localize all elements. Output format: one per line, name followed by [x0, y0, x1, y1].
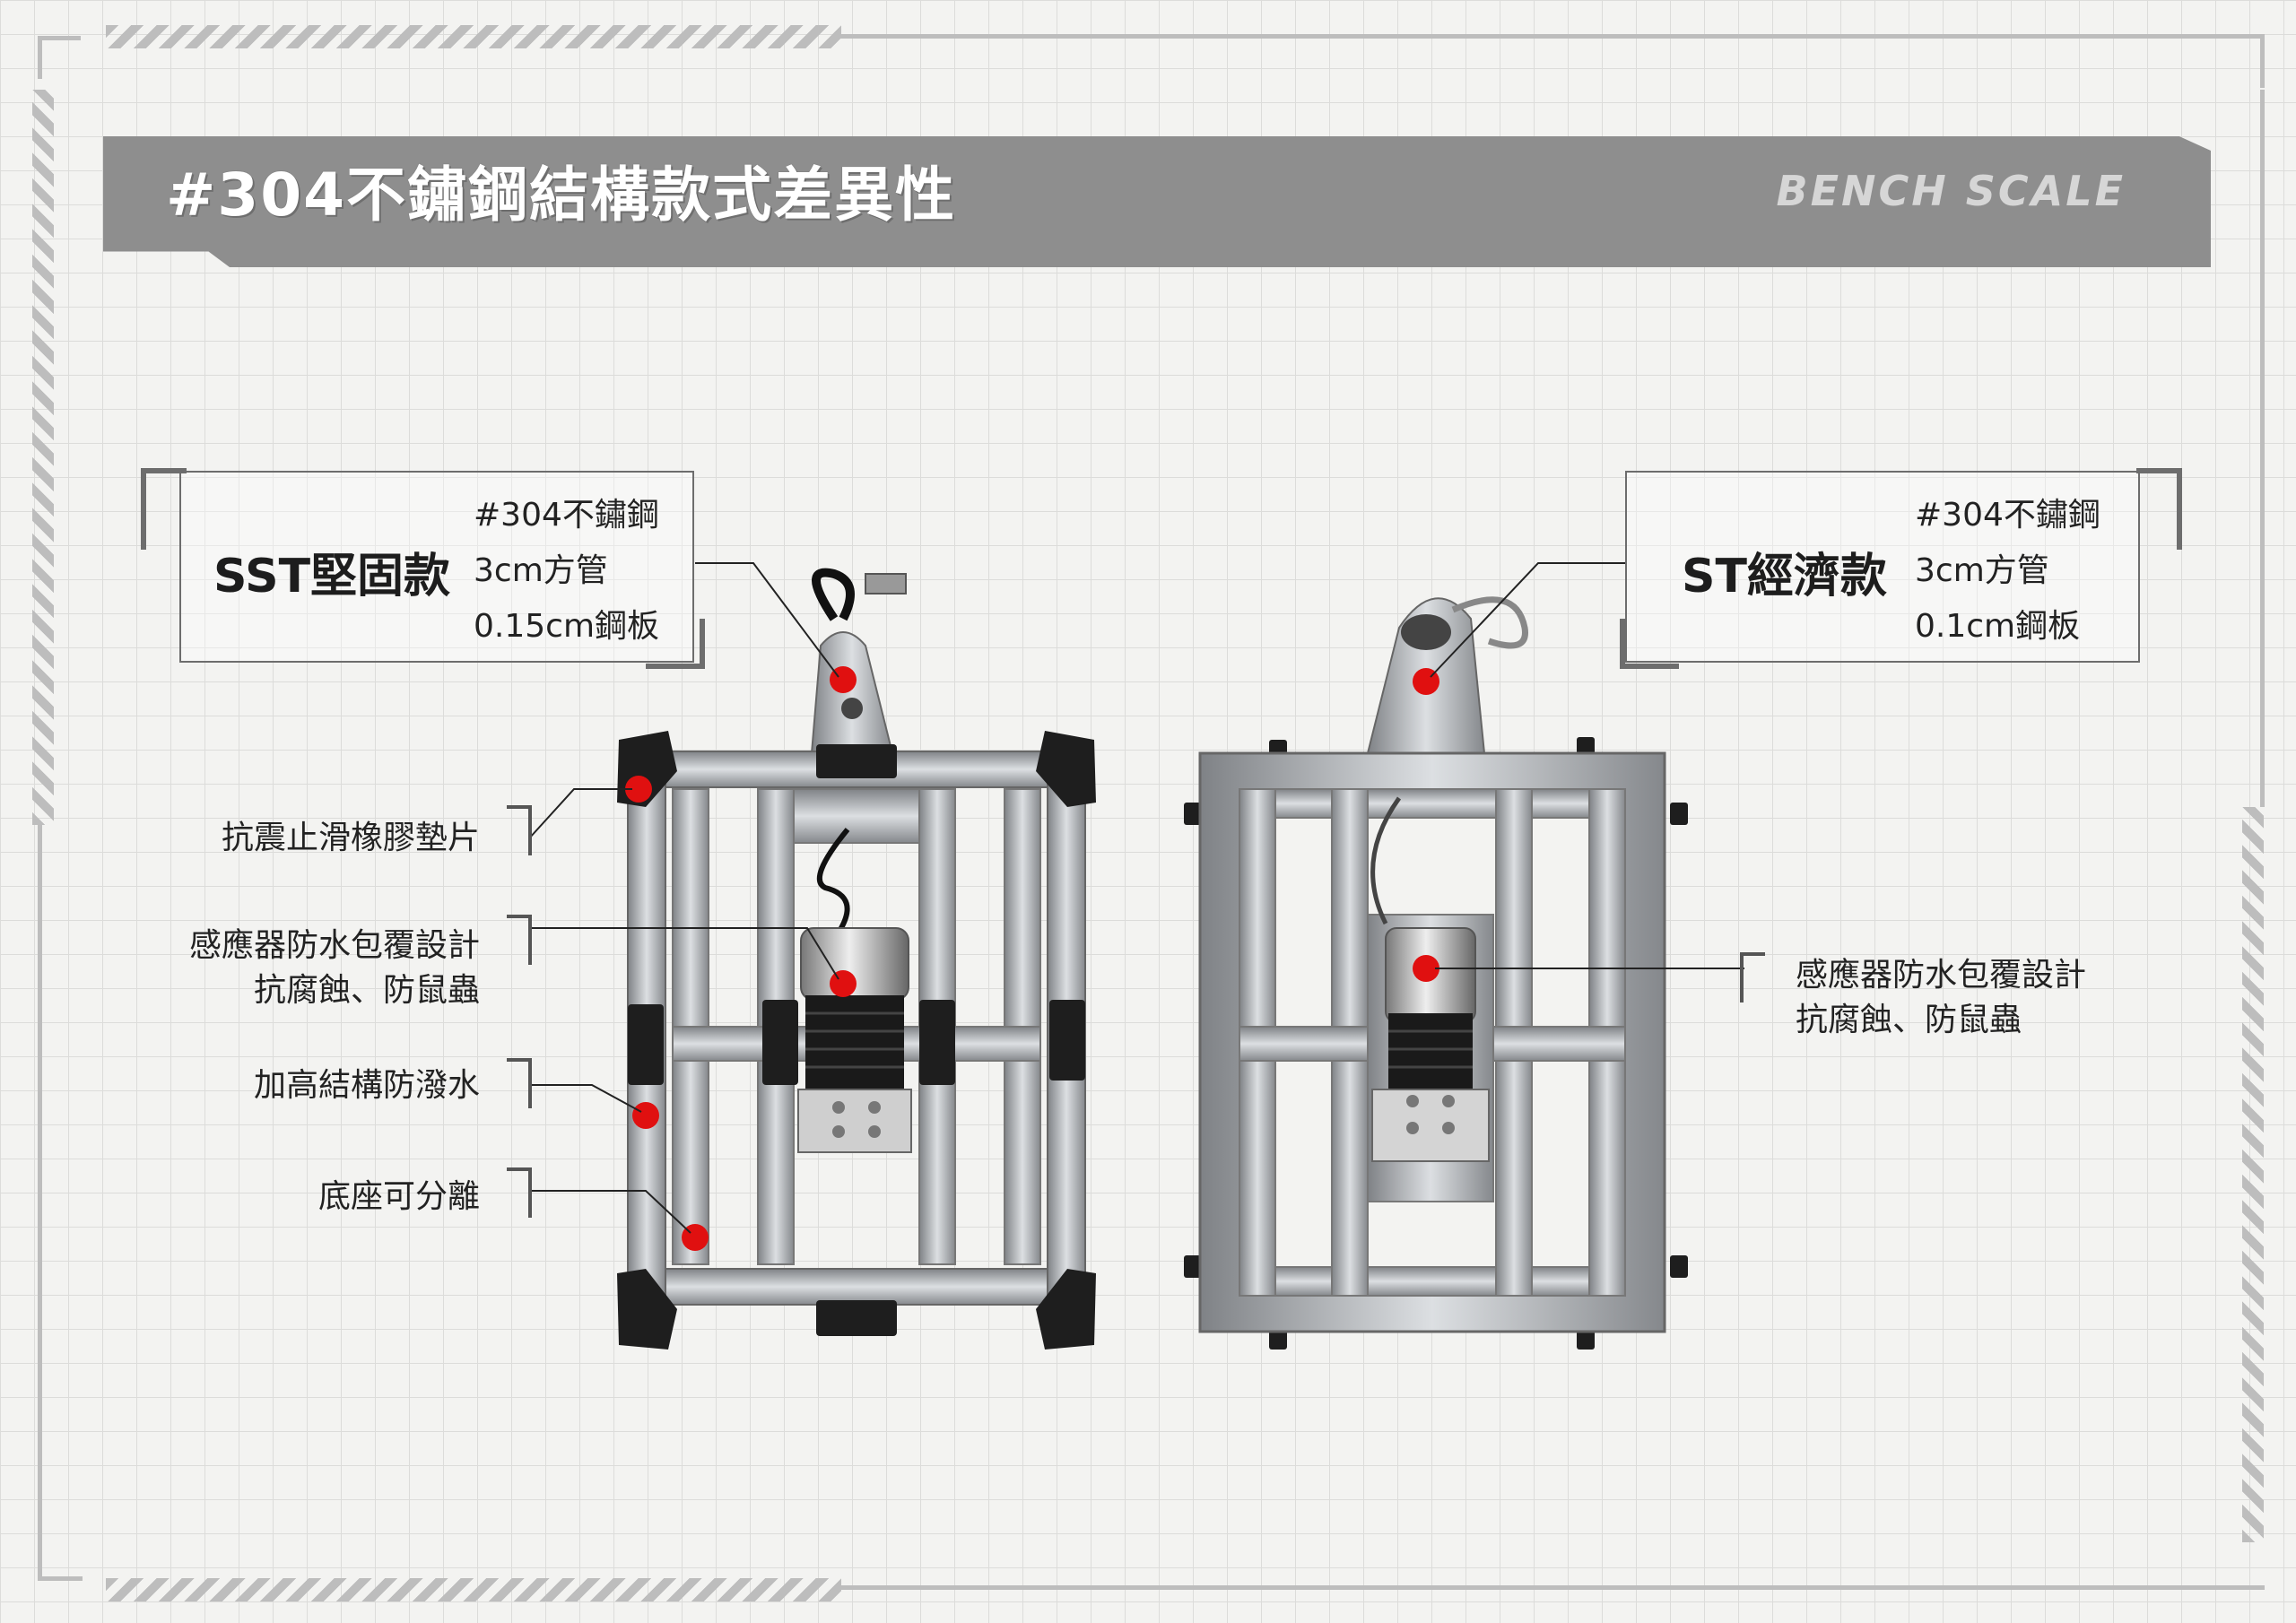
annotation-st-waterproof-sensor: 感應器防水包覆設計 抗腐蝕、防鼠蟲: [1796, 953, 2086, 1043]
st-scale-image: [1184, 562, 1744, 1350]
annotation-antislip-pad-bracket: [507, 805, 532, 855]
st-cable-top: [1451, 596, 1528, 649]
annotation-antislip-pad-line1: 抗震止滑橡膠墊片: [221, 820, 480, 856]
spec-box-st: [1625, 471, 2140, 663]
annotation-detachable-base: 底座可分離: [318, 1175, 480, 1219]
frame-top-right-v: [2260, 34, 2265, 88]
annotation-detachable-base-line1: 底座可分離: [317, 1178, 480, 1215]
frame-bottom-left-h: [38, 1576, 83, 1581]
st-marker-loadcell: [1413, 955, 1439, 982]
annotation-waterproof-sensor-bracket: [507, 915, 532, 965]
spec-sst-tube: 3cm方管: [474, 552, 608, 589]
sst-marker-loadcell: [830, 970, 857, 997]
annotation-st-waterproof-sensor-line1: 感應器防水包覆設計: [1796, 957, 2087, 994]
annotation-antislip-pad: 抗震止滑橡膠墊片: [222, 816, 480, 861]
annotation-st-waterproof-bracket: [1740, 952, 1765, 1002]
frame-right-hatch: [2242, 807, 2264, 1542]
frame-left-hatch: [32, 90, 54, 825]
spec-sst-plate: 0.15cm鋼板: [474, 608, 660, 645]
sst-marker-raised: [632, 1102, 659, 1129]
frame-bottom-right-h: [2215, 1585, 2265, 1590]
frame-top-left-v: [38, 36, 42, 79]
frame-bottom-hatch: [106, 1578, 841, 1601]
spec-st-material: #304不鏽鋼: [1915, 497, 2100, 534]
annotation-st-waterproof-sensor-line2: 抗腐蝕、防鼠蟲: [1796, 1002, 2022, 1038]
header-banner: [103, 136, 2211, 267]
model-name-st: ST經濟款: [1682, 550, 1887, 603]
frame-top-hatch: [106, 25, 841, 48]
annotation-raised-structure: 加高結構防潑水: [254, 1063, 480, 1108]
spec-box-st-bracket-top: [2136, 468, 2182, 550]
annotation-raised-structure-bracket: [507, 1058, 532, 1108]
annotation-waterproof-sensor-line1: 感應器防水包覆設計: [188, 927, 480, 964]
sst-scale-image: [528, 562, 1096, 1350]
sst-marker-pad: [625, 776, 652, 803]
spec-st-tube: 3cm方管: [1915, 552, 2049, 589]
st-cable-inner: [1370, 796, 1402, 925]
frame-top-right-h: [2215, 34, 2265, 39]
frame-right-line: [2260, 90, 2265, 807]
spec-box-sst-bracket-top: [141, 468, 187, 550]
annotation-waterproof-sensor: 感應器防水包覆設計 抗腐蝕、防鼠蟲: [189, 924, 480, 1013]
annotation-detachable-base-bracket: [507, 1167, 532, 1218]
frame-bottom-line: [839, 1585, 2220, 1590]
spec-box-st-bracket-bottom: [1620, 619, 1679, 669]
spec-st-plate: 0.1cm鋼板: [1915, 608, 2081, 645]
sst-cable-inner: [816, 828, 850, 934]
spec-box-sst: [179, 471, 694, 663]
annotation-raised-structure-line1: 加高結構防潑水: [253, 1067, 480, 1104]
spec-sst-material: #304不鏽鋼: [474, 497, 659, 534]
annotation-waterproof-sensor-line2: 抗腐蝕、防鼠蟲: [253, 972, 480, 1009]
model-name-sst: SST堅固款: [213, 550, 451, 603]
brand-label: BENCH SCALE: [1776, 167, 2126, 215]
spec-box-sst-bracket-bottom: [646, 619, 705, 669]
sst-indicator-mount: [810, 631, 894, 754]
page-title: #304不鏽鋼結構款式差異性: [166, 161, 957, 230]
sst-cable-top: [812, 568, 855, 621]
frame-top-line: [839, 34, 2220, 39]
frame-left-line: [38, 825, 42, 1578]
frame-top-left-h: [38, 36, 81, 40]
